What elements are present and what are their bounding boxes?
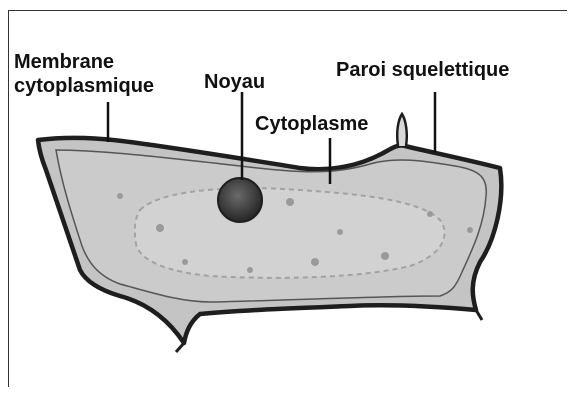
nucleus [218, 178, 262, 222]
cell-wall-protrusion [397, 114, 407, 146]
label-paroi-squelettique: Paroi squelettique [336, 58, 509, 82]
label-membrane-line2: cytoplasmique [14, 74, 154, 98]
cell-wall-tail-left [176, 343, 184, 352]
label-membrane-line1: Membrane [14, 50, 154, 74]
label-noyau: Noyau [204, 70, 265, 94]
label-cytoplasme: Cytoplasme [255, 112, 368, 136]
label-membrane-cytoplasmique: Membrane cytoplasmique [14, 50, 154, 98]
cell-wall-tail-right [476, 310, 482, 320]
